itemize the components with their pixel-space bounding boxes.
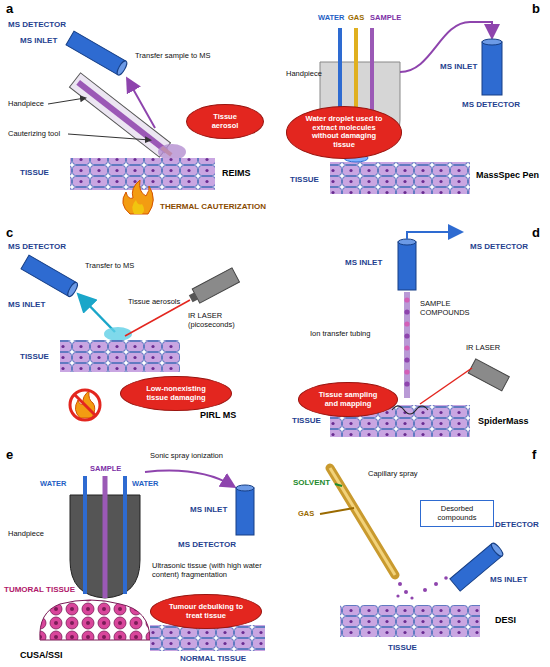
technique-name: PIRL MS <box>200 410 236 420</box>
technique-name: DESI <box>495 615 516 625</box>
component-label: SAMPLE COMPOUNDS <box>420 300 480 317</box>
tube-label: SOLVENT <box>293 478 330 487</box>
solvent-line <box>335 484 342 486</box>
ms-inlet <box>21 255 79 298</box>
capillary <box>330 468 395 575</box>
detector-label: MS DETECTOR <box>8 242 66 251</box>
fire-icon <box>123 180 153 214</box>
detector-label: MS DETECTOR <box>470 242 528 251</box>
component-label: IR LASER (picoseconds) <box>188 312 266 329</box>
inlet-label: MS INLET <box>8 300 45 309</box>
technique-name: REIMS <box>222 168 251 178</box>
technique-name: SpiderMass <box>478 416 529 426</box>
tube-label: GAS <box>298 510 314 519</box>
component-label: Handpiece <box>8 100 44 109</box>
water-tube <box>83 476 87 594</box>
inlet-label: MS INLET <box>20 36 57 45</box>
component-label: Capillary spray <box>368 470 418 479</box>
callout-text: Tissue sampling and mapping <box>314 391 382 408</box>
inlet-label: MS INLET <box>440 62 477 71</box>
no-fire-icon <box>70 390 100 420</box>
sample-compounds <box>404 297 409 386</box>
callout-text: Tumour debulking to treat tissue <box>166 603 246 620</box>
callout-ellipse: Tissue aerosol <box>186 104 264 139</box>
ms-inlet <box>398 239 416 290</box>
tissue-label: TUMORAL TISSUE <box>4 585 75 594</box>
detector-label: DETECTOR <box>495 520 539 529</box>
inlet-label: MS INLET <box>345 258 382 267</box>
tube-label: GAS <box>348 14 364 23</box>
callout-ellipse: Tissue sampling and mapping <box>298 382 398 417</box>
callout-ellipse: Water droplet used to extract molecules … <box>286 106 402 159</box>
transfer-arrow <box>128 80 155 128</box>
arrow-label: Transfer sample to MS <box>135 52 215 61</box>
arrow-label: Transfer to MS <box>85 262 134 271</box>
leader <box>68 134 150 140</box>
tumoral-tissue <box>40 600 150 640</box>
tissue <box>70 158 215 190</box>
panel-letter: e <box>6 448 13 463</box>
tissue-label: TISSUE <box>290 175 319 184</box>
callout-text: Low-nonexisting tissue damaging <box>136 385 216 402</box>
inlet-label: MS INLET <box>190 505 227 514</box>
tissue-aerosol <box>158 144 186 160</box>
component-label: Cauterizing tool <box>8 130 60 139</box>
ion-transfer-tubing <box>404 292 410 398</box>
ms-inlet <box>66 31 129 76</box>
sample-arrow <box>400 22 492 72</box>
ir-laser <box>187 268 240 306</box>
tissue <box>330 162 470 194</box>
tube-label: WATER <box>40 480 67 489</box>
panel-letter: f <box>532 448 536 463</box>
detector-label: MS DETECTOR <box>462 100 520 109</box>
water-tube <box>123 476 127 594</box>
leader <box>48 98 85 104</box>
technique-name: MassSpec Pen <box>476 170 539 180</box>
gas-line <box>320 508 354 514</box>
component-label: Tissue aerosols <box>128 298 180 307</box>
callout-box: Desorbed compounds <box>420 500 494 527</box>
callout-ellipse: Low-nonexisting tissue damaging <box>120 376 232 411</box>
tissue-label: TISSUE <box>20 168 49 177</box>
ir-laser <box>468 359 509 391</box>
tissue-label: NORMAL TISSUE <box>180 654 246 663</box>
component-label: Sonic spray ionization <box>150 452 223 461</box>
panel-letter: b <box>532 2 540 17</box>
technique-name: CUSA/SSI <box>20 650 63 660</box>
sampling-trace <box>392 406 428 414</box>
ms-inlet <box>236 485 254 535</box>
spray <box>396 576 447 599</box>
tissue-label: TISSUE <box>388 643 417 652</box>
tissue <box>60 340 180 372</box>
component-label: Ion transfer tubing <box>310 330 400 339</box>
callout-text: Water droplet used to extract molecules … <box>302 115 386 150</box>
detector-label: MS DETECTOR <box>178 540 236 549</box>
ms-arrow <box>407 232 460 239</box>
tissue-label: TISSUE <box>292 416 321 425</box>
sample-tube <box>103 476 108 598</box>
callout-ellipse: Tumour debulking to treat tissue <box>150 594 262 629</box>
tube-label: WATER <box>132 480 159 489</box>
panel-letter: c <box>6 226 13 241</box>
component-label: Handpiece <box>8 530 44 539</box>
transfer-arrow <box>80 296 115 332</box>
laser-beam <box>420 368 472 404</box>
ms-inlet <box>482 39 502 95</box>
component-label: IR LASER <box>466 344 500 353</box>
tissue <box>340 605 480 637</box>
panel-letter: a <box>6 2 13 17</box>
panel-letter: d <box>532 226 540 241</box>
capillary-core <box>330 468 395 575</box>
heat-label: THERMAL CAUTERIZATION <box>160 202 266 211</box>
tube-label: SAMPLE <box>370 14 401 23</box>
tissue-label: TISSUE <box>20 352 49 361</box>
detector-label: MS DETECTOR <box>8 20 66 29</box>
process-label: Ultrasonic tissue (with high water conte… <box>152 562 264 579</box>
tube-label: WATER <box>318 14 345 23</box>
callout-text: Tissue aerosol <box>202 113 248 130</box>
tube-label: SAMPLE <box>90 465 121 474</box>
component-label: Handpiece <box>286 70 322 79</box>
inlet-label: MS INLET <box>490 575 527 584</box>
callout-text: Desorbed compounds <box>427 505 487 522</box>
